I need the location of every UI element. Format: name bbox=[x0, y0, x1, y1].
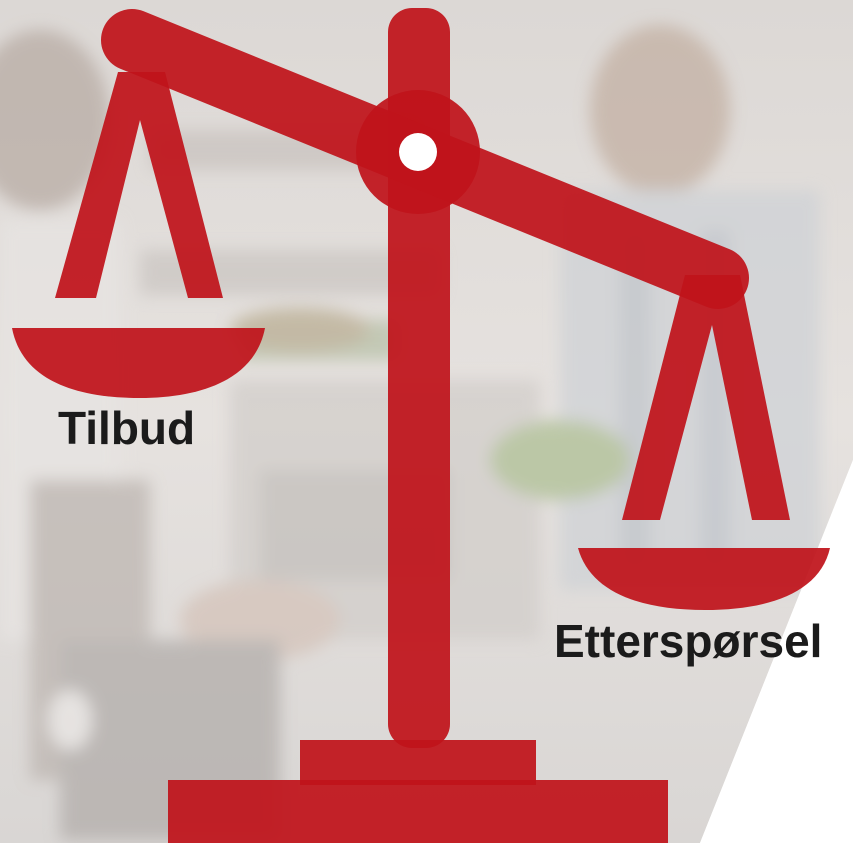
supply-label: Tilbud bbox=[58, 402, 196, 454]
right-hanger bbox=[622, 275, 790, 520]
left-hanger bbox=[55, 72, 223, 298]
left-pan-group bbox=[12, 72, 265, 398]
demand-label: Etterspørsel bbox=[554, 615, 823, 667]
right-pan-group bbox=[578, 275, 830, 610]
left-pan bbox=[12, 328, 265, 398]
right-pan bbox=[578, 548, 830, 610]
scale-base bbox=[168, 780, 668, 843]
